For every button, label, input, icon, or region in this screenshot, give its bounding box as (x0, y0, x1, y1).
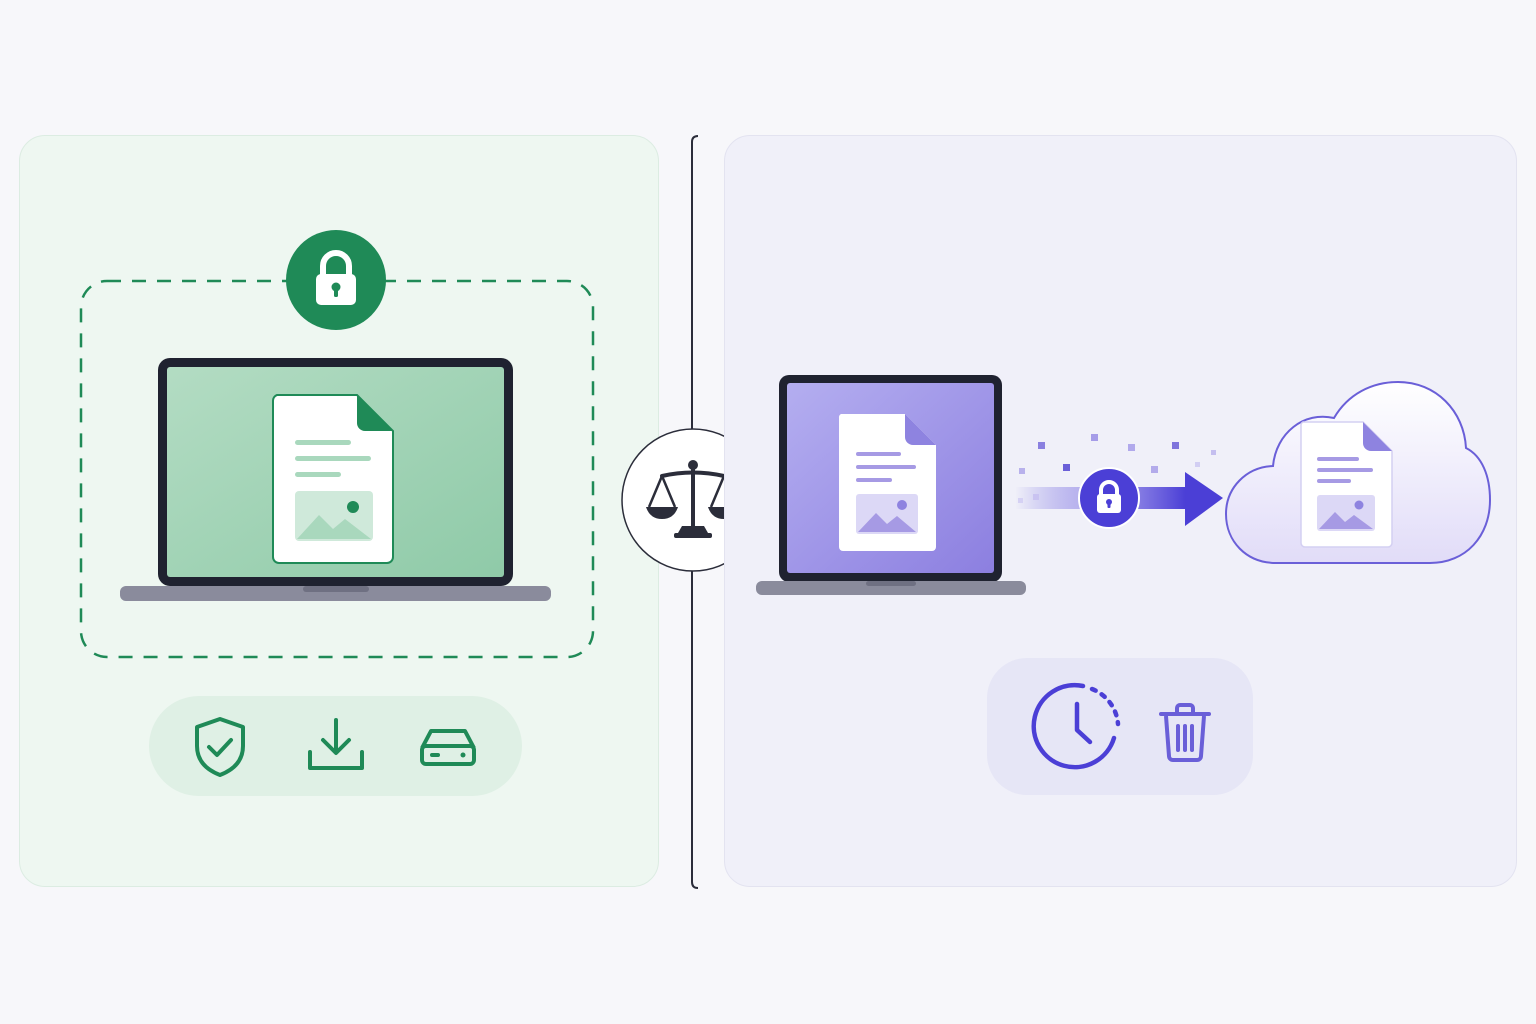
lock-icon (1078, 467, 1140, 529)
hard-drive-icon (420, 729, 476, 766)
document-icon (838, 414, 936, 551)
download-icon (308, 718, 364, 770)
shield-check-icon (195, 717, 245, 777)
document-icon (272, 394, 394, 564)
lock-icon (286, 230, 386, 330)
trash-icon (1159, 703, 1211, 762)
clock-icon (1031, 682, 1121, 770)
retention-tray (987, 658, 1253, 795)
lock-badge (285, 229, 387, 331)
document-icon (1300, 421, 1393, 548)
